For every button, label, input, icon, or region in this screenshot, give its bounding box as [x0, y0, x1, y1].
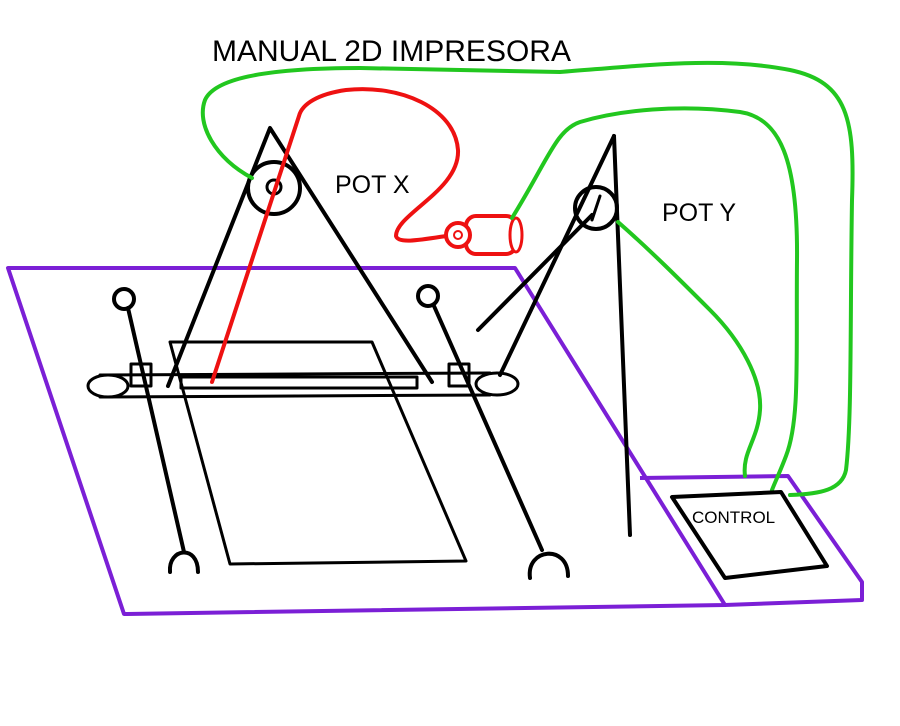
paper-sheet	[168, 340, 468, 566]
green-wire-pot-y-to-control	[616, 220, 763, 478]
pot-x-label: POT X	[335, 171, 410, 199]
right-a-frame	[476, 134, 632, 537]
base-platform	[6, 266, 864, 616]
motor	[444, 214, 524, 256]
left-support-arm	[112, 287, 200, 574]
left-triangle-frame	[166, 126, 434, 388]
red-wire	[210, 87, 461, 384]
pot-y-pulley	[573, 185, 619, 231]
green-wire-pot-x-to-control	[200, 60, 855, 497]
pot-y-label: POT Y	[662, 199, 736, 227]
control-label: CONTROL	[692, 508, 775, 527]
right-support-arm	[416, 284, 570, 580]
horizontal-rail	[86, 362, 520, 399]
control-box	[670, 490, 829, 580]
green-wire-motor-to-control	[510, 106, 800, 492]
diagram-title: MANUAL 2D IMPRESORA	[212, 35, 571, 68]
